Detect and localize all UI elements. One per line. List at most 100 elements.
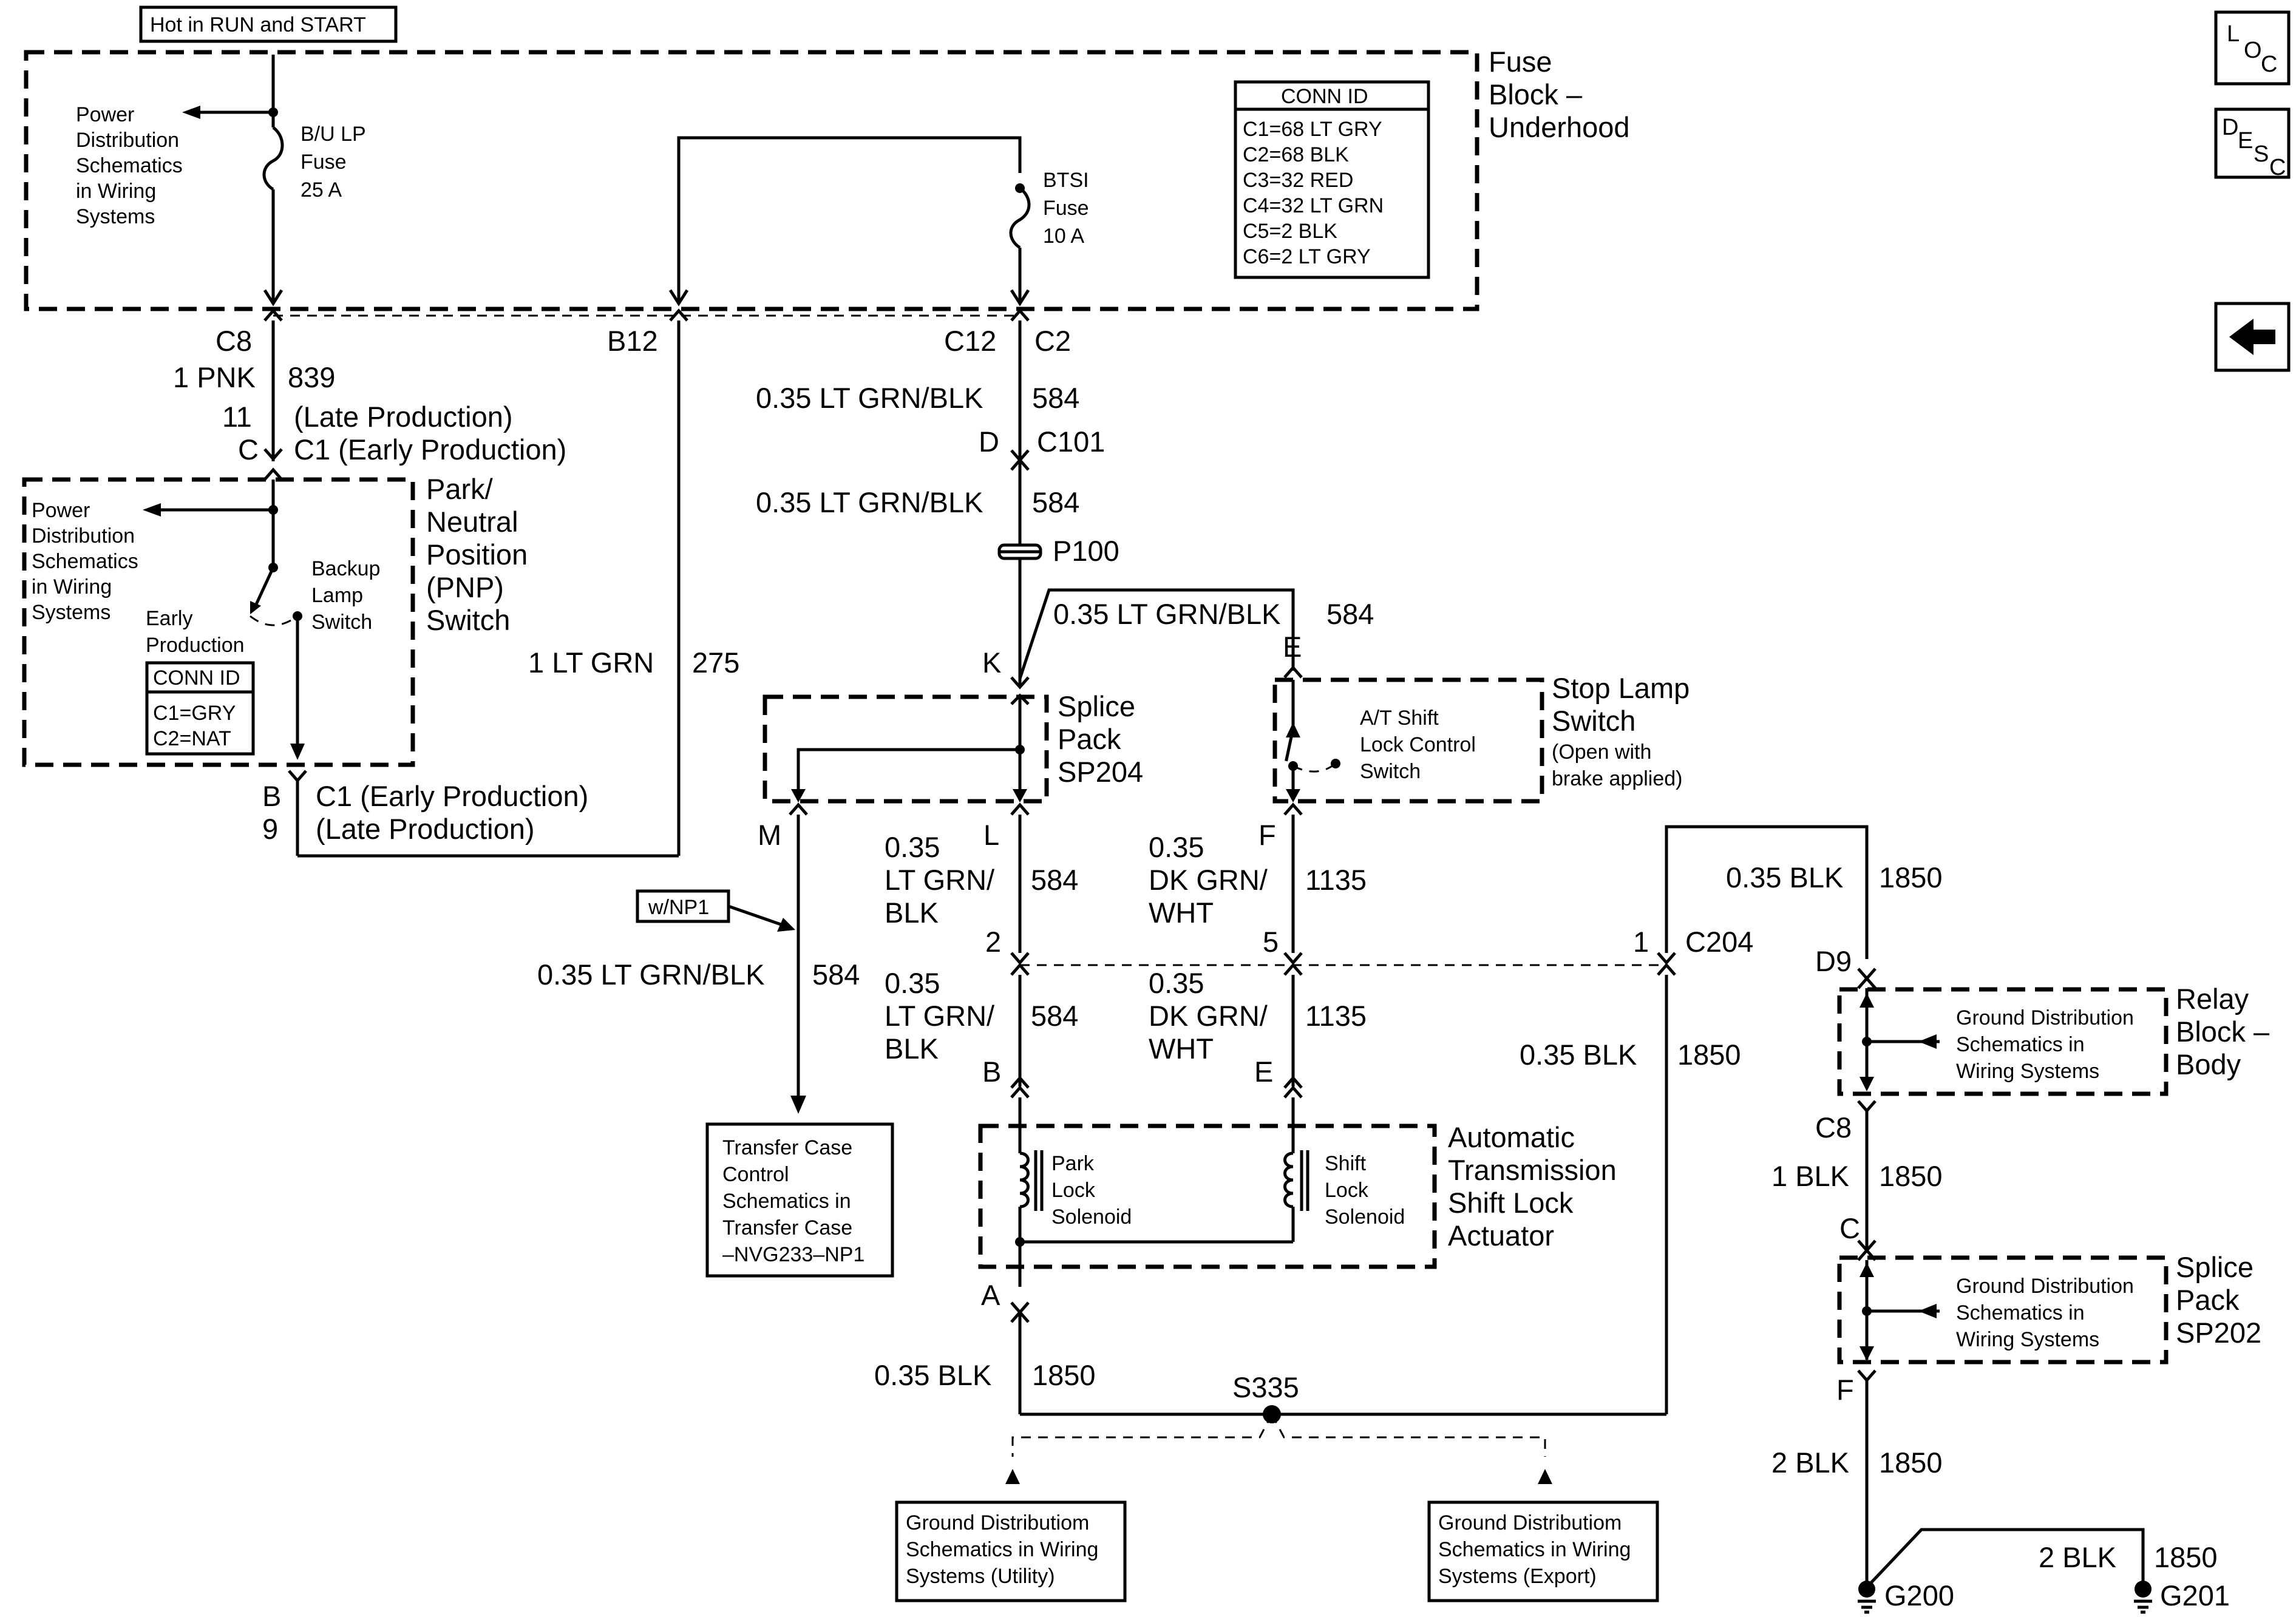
svg-text:Block –: Block –	[2176, 1015, 2270, 1048]
svg-text:Lock: Lock	[1325, 1179, 1369, 1202]
relay-block-body	[1837, 987, 2169, 1096]
wire-ltgrnblk-2: 0.35 LT GRN/BLK	[756, 486, 983, 518]
svg-text:BLK: BLK	[885, 1032, 939, 1065]
p100-passthrough: P100	[997, 535, 1119, 567]
pin-c2: C2	[1034, 325, 1071, 357]
svg-text:LT GRN/: LT GRN/	[885, 864, 995, 896]
svg-text:Transfer Case: Transfer Case	[722, 1216, 852, 1239]
power-dist-ref-2: Power Distribution Schematics in Wiring …	[32, 499, 138, 624]
svg-text:Schematics: Schematics	[76, 154, 183, 177]
shift-lock-solenoid-coil	[1283, 1151, 1294, 1209]
svg-text:Park/: Park/	[426, 473, 494, 505]
svg-text:C5=2 BLK: C5=2 BLK	[1243, 220, 1337, 243]
svg-text:Power: Power	[76, 103, 134, 126]
svg-text:Stop Lamp: Stop Lamp	[1552, 672, 1690, 704]
fuse-block-label-3: Underhood	[1489, 111, 1630, 143]
svg-text:Position: Position	[426, 538, 528, 571]
svg-text:584: 584	[1031, 1000, 1078, 1032]
svg-text:Early: Early	[146, 607, 192, 630]
ground-dist-export: Ground Distributiom Schematics in Wiring…	[1427, 1500, 1659, 1602]
splice-pack-sp202	[1837, 1255, 2169, 1364]
wire-584-3: 584	[1326, 598, 1374, 630]
svg-text:brake applied): brake applied)	[1552, 767, 1682, 790]
svg-text:SP202: SP202	[2176, 1317, 2261, 1349]
pin-m: M	[758, 819, 781, 851]
pin-11: 11	[222, 401, 252, 433]
svg-text:B/U LP: B/U LP	[301, 123, 366, 146]
svg-text:C1=68 LT GRY: C1=68 LT GRY	[1243, 118, 1382, 141]
svg-text:0.35: 0.35	[1149, 831, 1204, 863]
svg-text:BLK: BLK	[885, 897, 939, 929]
svg-text:Ground Distributiom: Ground Distributiom	[906, 1511, 1089, 1534]
svg-text:Solenoid: Solenoid	[1325, 1205, 1405, 1229]
svg-text:Shift Lock: Shift Lock	[1448, 1187, 1574, 1219]
svg-text:Transfer Case: Transfer Case	[722, 1136, 852, 1159]
pin-9: 9	[262, 813, 278, 845]
svg-text:(Open with: (Open with	[1552, 741, 1651, 764]
late-production-top: (Late Production)	[294, 401, 513, 433]
svg-text:Actuator: Actuator	[1448, 1219, 1554, 1252]
svg-text:Ground Distribution: Ground Distribution	[1956, 1275, 2134, 1298]
pin-b12: B12	[607, 325, 658, 357]
svg-text:Schematics: Schematics	[32, 550, 138, 573]
wire-2blk-g201: 2 BLK	[2039, 1541, 2116, 1573]
svg-text:584: 584	[1031, 864, 1078, 896]
wire-584-l-label: 0.35 LT GRN/ BLK 584	[885, 831, 1078, 929]
wire-ltgrnblk-1: 0.35 LT GRN/BLK	[756, 382, 983, 414]
ground-g201: G201	[2134, 1579, 2230, 1614]
wire-1850-a: 1850	[1032, 1359, 1096, 1391]
ground-g200: G200	[1858, 1579, 1954, 1614]
svg-text:CONN ID: CONN ID	[153, 666, 240, 690]
svg-text:Switch: Switch	[1360, 760, 1421, 783]
svg-text:L: L	[2227, 21, 2240, 47]
svg-text:Fuse: Fuse	[301, 151, 347, 174]
svg-text:1135: 1135	[1305, 1000, 1367, 1032]
svg-text:25 A: 25 A	[301, 178, 342, 202]
svg-text:Systems: Systems	[76, 205, 155, 228]
svg-text:E: E	[2238, 128, 2253, 154]
svg-text:SP204: SP204	[1058, 756, 1143, 788]
wire-584-np1: 584	[812, 958, 860, 991]
park-lock-solenoid-label: Park Lock Solenoid	[1051, 1152, 1132, 1229]
pin-c8-relay: C8	[1815, 1111, 1852, 1144]
svg-text:C1=GRY: C1=GRY	[153, 702, 236, 725]
svg-text:Splice: Splice	[1058, 690, 1135, 722]
s335-label: S335	[1232, 1371, 1299, 1403]
svg-text:Switch: Switch	[311, 611, 372, 634]
svg-text:w/NP1: w/NP1	[648, 896, 709, 919]
pin-c: C	[238, 433, 259, 466]
svg-text:Schematics in Wiring: Schematics in Wiring	[1438, 1538, 1631, 1561]
pin-2: 2	[985, 926, 1001, 958]
pin-d: D	[979, 425, 999, 458]
svg-text:C: C	[2261, 52, 2277, 77]
pin-c-splice: C	[1839, 1212, 1860, 1244]
actuator-label: Automatic Transmission Shift Lock Actuat…	[1448, 1121, 1617, 1252]
svg-text:WHT: WHT	[1149, 1032, 1214, 1065]
svg-text:LT GRN/: LT GRN/	[885, 1000, 995, 1032]
shift-lock-solenoid-label: Shift Lock Solenoid	[1325, 1152, 1405, 1229]
svg-text:P100: P100	[1053, 535, 1119, 567]
conn-id-fuse-block: CONN ID C1=68 LT GRY C2=68 BLK C3=32 RED…	[1234, 80, 1430, 279]
svg-text:D: D	[2222, 115, 2238, 140]
svg-text:Control: Control	[722, 1163, 789, 1186]
svg-text:G201: G201	[2160, 1579, 2230, 1612]
pin-b-actuator: B	[982, 1056, 1001, 1088]
svg-text:Power: Power	[32, 499, 90, 522]
svg-text:C4=32 LT GRN: C4=32 LT GRN	[1243, 194, 1384, 217]
wire-1blk-1850: 1 BLK	[1771, 1160, 1849, 1192]
at-shift-lock-switch-label: A/T Shift Lock Control Switch	[1360, 707, 1476, 783]
wire-584-b-label: 0.35 LT GRN/ BLK 584	[885, 967, 1078, 1065]
svg-text:A/T Shift: A/T Shift	[1360, 707, 1439, 730]
back-arrow-icon	[2229, 319, 2275, 355]
ground-dist-ref-splice: Ground Distribution Schematics in Wiring…	[1956, 1275, 2134, 1351]
locator-button[interactable]: L O C	[2214, 10, 2291, 86]
splice-pack-sp204	[763, 694, 1049, 804]
svg-text:Splice: Splice	[2176, 1251, 2254, 1283]
wire-1850-d9: 1850	[1879, 861, 1943, 893]
back-arrow-button[interactable]	[2214, 302, 2291, 372]
park-lock-solenoid-coil	[1019, 1151, 1030, 1209]
svg-text:Backup: Backup	[311, 557, 380, 580]
pnp-switch-label: Park/ Neutral Position (PNP) Switch	[426, 473, 528, 636]
description-button[interactable]: D E S C	[2214, 107, 2291, 180]
pin-d9: D9	[1815, 945, 1852, 977]
